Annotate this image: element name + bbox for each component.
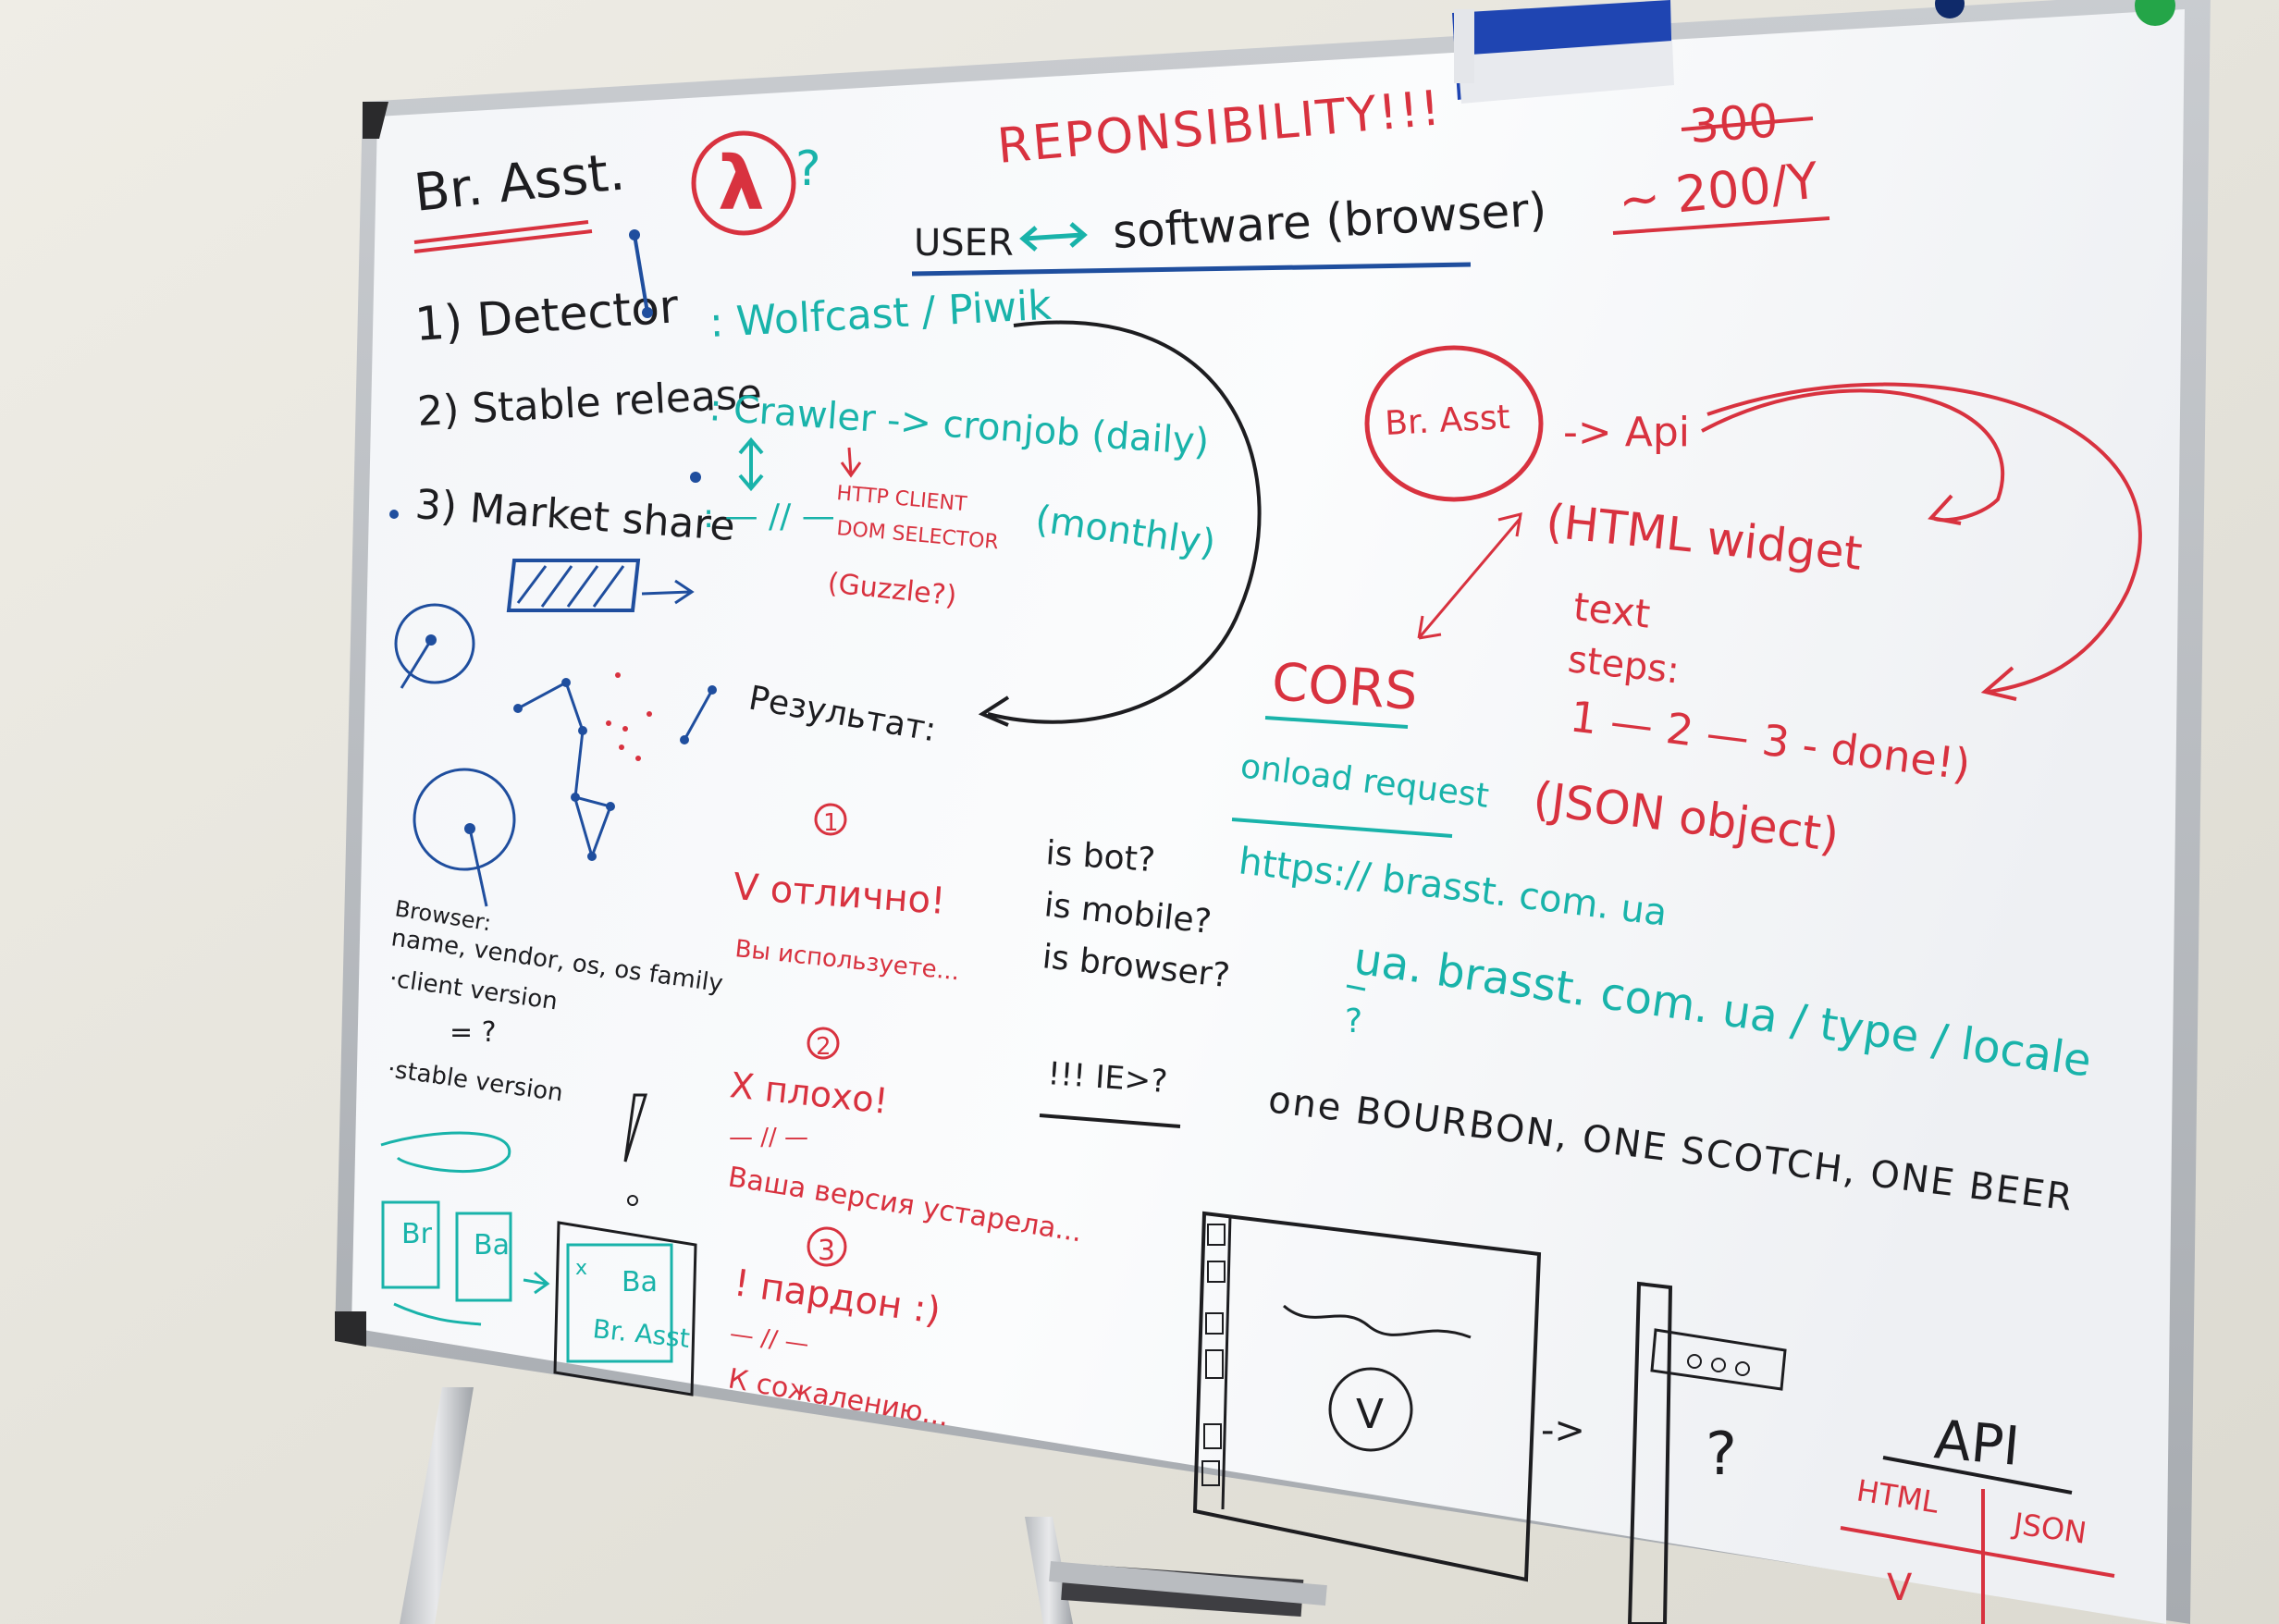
widget-big-x: x (575, 1257, 587, 1280)
lambda-symbol: λ (718, 141, 765, 227)
magnet-green (2135, 0, 2175, 26)
bidirectional-arrow (1019, 222, 1088, 252)
ie-note: !!! IE>? (1046, 1055, 1168, 1101)
api-flow-text: text (1571, 584, 1653, 636)
api-table-row1: V (1887, 1567, 1913, 1609)
detector-link-doodle (389, 229, 701, 519)
widget-big-ba: Ba (622, 1266, 658, 1298)
api-table-title: API (1932, 1408, 2022, 1478)
browser-eq: = ? (450, 1016, 497, 1049)
widget-sketches: Br Ba x Ba Br. Asst (380, 1131, 697, 1396)
magnet-blue (1935, 0, 1965, 18)
result-number-1: 1 (823, 809, 839, 837)
result-2-ditto: — // — (729, 1124, 808, 1151)
check-is-bot: is bot? (1044, 834, 1156, 880)
cors-url2-question: ? (1345, 1003, 1362, 1040)
lambda-question: ? (795, 141, 821, 197)
hatched-box (506, 559, 695, 612)
eraser (1452, 0, 1674, 104)
source-market: : — // — (703, 498, 835, 535)
api-flow-api: -> Api (1563, 409, 1690, 456)
left-doodles (394, 559, 717, 907)
loop-arrow (987, 320, 1262, 724)
user-label: USER (914, 222, 1014, 265)
result-number-3: 3 (818, 1235, 835, 1267)
sketch-question: ? (1706, 1421, 1737, 1489)
lambda-logo: λ ? (691, 130, 821, 236)
whiteboard (335, 0, 2211, 1624)
widget-box2-label: Ba (474, 1229, 510, 1261)
sketch-arrow: -> (1541, 1409, 1585, 1452)
cors-title: CORS (1270, 652, 1420, 722)
widget-box1-label: Br (401, 1218, 433, 1250)
browser-sketch: V -> ? (1192, 1211, 1787, 1624)
api-flow-circle-label: Br. Asst (1384, 399, 1510, 443)
sketch-check: V (1356, 1391, 1384, 1438)
result-number-2: 2 (816, 1033, 832, 1061)
